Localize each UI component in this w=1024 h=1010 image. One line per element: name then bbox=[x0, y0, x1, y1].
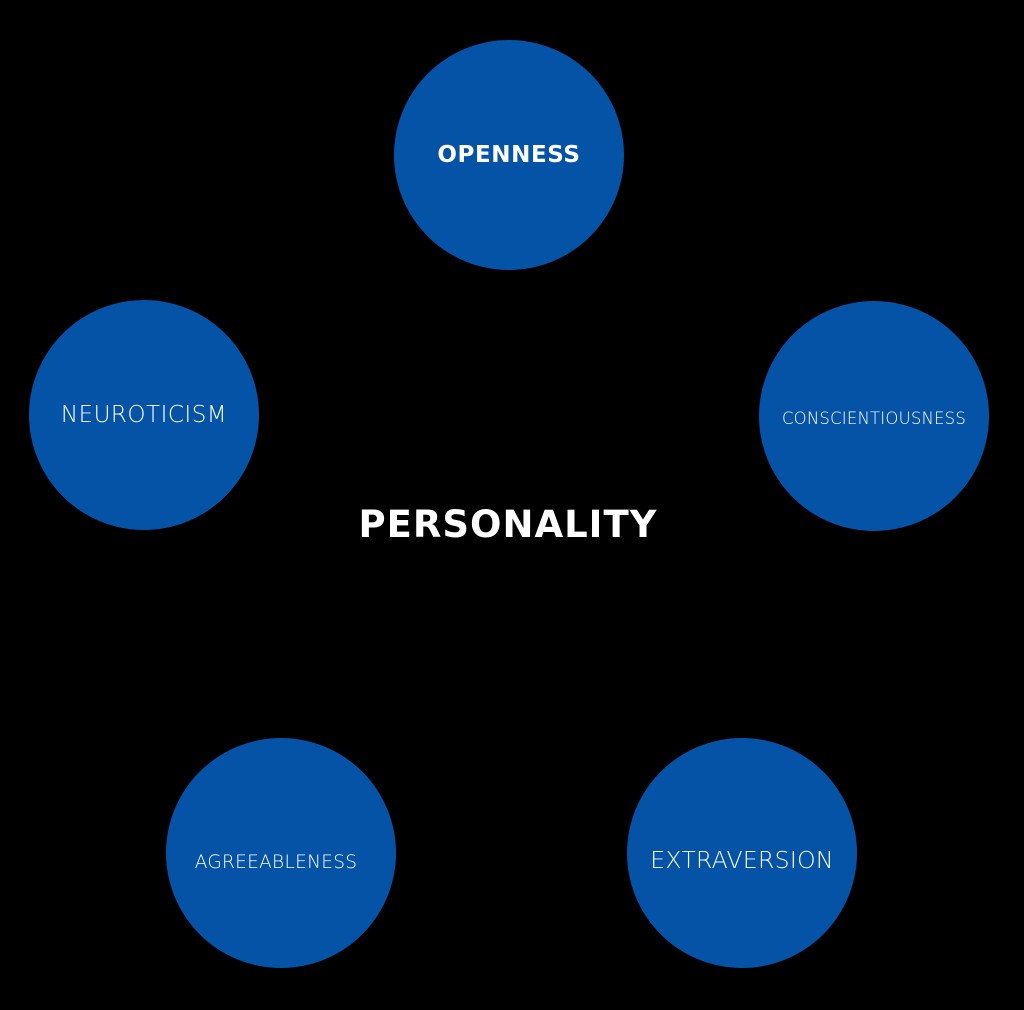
trait-label: CONSCIENTIOUSNESS bbox=[781, 408, 967, 428]
trait-node-agreeableness: AGREEABLENESS bbox=[166, 738, 396, 968]
center-title: PERSONALITY bbox=[358, 503, 658, 546]
trait-node-extraversion: EXTRAVERSION bbox=[627, 738, 857, 968]
trait-node-openness: OPENNESS bbox=[394, 40, 624, 270]
trait-label: EXTRAVERSION bbox=[650, 846, 834, 874]
trait-label: NEUROTICISM bbox=[60, 402, 228, 428]
trait-node-conscientiousness: CONSCIENTIOUSNESS bbox=[759, 301, 989, 531]
trait-node-neuroticism: NEUROTICISM bbox=[29, 300, 259, 530]
trait-label: OPENNESS bbox=[437, 142, 581, 168]
trait-label: AGREEABLENESS bbox=[194, 851, 358, 873]
